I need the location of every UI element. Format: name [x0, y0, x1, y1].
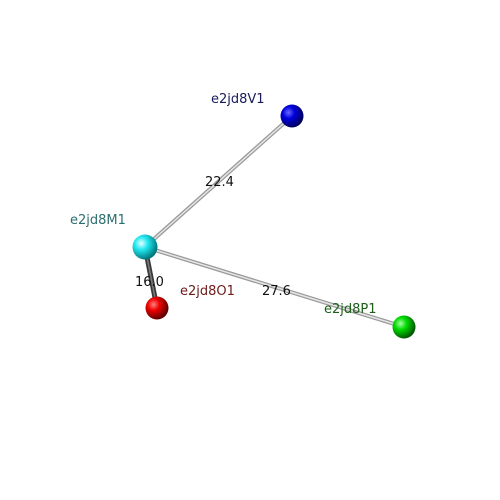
atom-e2jd8P1[interactable] [392, 315, 416, 339]
distance-label-M1-P1: 27.6 [262, 284, 291, 299]
atom-label-e2jd8P1: e2jd8P1 [324, 302, 377, 317]
atom-e2jd8M1[interactable] [132, 234, 158, 260]
atom-label-e2jd8V1: e2jd8V1 [211, 92, 265, 107]
distance-label-M1-V1: 22.4 [205, 175, 234, 190]
edge-M1-P1 [143, 245, 406, 329]
atom-label-e2jd8O1: e2jd8O1 [180, 284, 235, 299]
atom-label-e2jd8M1: e2jd8M1 [70, 213, 126, 228]
edge-M1-V1 [143, 114, 294, 249]
atom-e2jd8O1[interactable] [145, 296, 169, 320]
atom-e2jd8V1[interactable] [280, 104, 304, 128]
distance-label-M1-O1: 16.0 [135, 275, 164, 290]
